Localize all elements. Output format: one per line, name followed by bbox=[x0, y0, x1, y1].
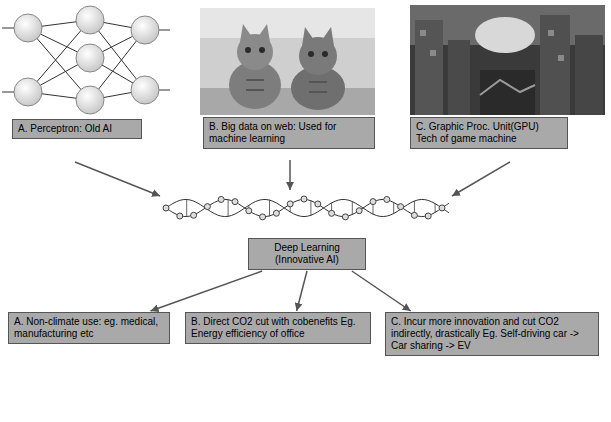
source-box: C. Graphic Proc. Unit(GPU) Tech of game … bbox=[410, 117, 568, 149]
chain-bead bbox=[163, 205, 169, 211]
chain-rung bbox=[186, 199, 187, 217]
chain-rung bbox=[393, 202, 394, 214]
outcome-box: A. Non-climate use: eg. medical, manufac… bbox=[8, 312, 170, 344]
cats-photo bbox=[200, 8, 375, 115]
chain-bead bbox=[246, 208, 252, 214]
chain-bead bbox=[411, 212, 417, 218]
chain-bead bbox=[342, 214, 348, 220]
chain-bead bbox=[398, 204, 404, 210]
flow-arrow bbox=[151, 271, 263, 311]
chain-rung bbox=[269, 200, 270, 217]
game-screenshot bbox=[410, 5, 605, 115]
chain-bead bbox=[218, 196, 224, 202]
chain-bead bbox=[384, 196, 390, 202]
chain-bead bbox=[191, 212, 197, 218]
perceptron-illustration bbox=[2, 6, 170, 114]
chain-rung bbox=[310, 200, 311, 215]
chain-bead bbox=[370, 199, 376, 205]
chain-bead bbox=[232, 199, 238, 205]
chain-bead bbox=[425, 213, 431, 219]
chain-bead bbox=[260, 214, 266, 220]
chain-bead bbox=[356, 208, 362, 214]
input-arrows bbox=[75, 160, 510, 196]
node-text: Deep Learning (Innovative AI) bbox=[254, 242, 360, 266]
chain-bead bbox=[329, 210, 335, 216]
source-box: B. Big data on web: Used for machine lea… bbox=[203, 117, 375, 149]
chain-rung bbox=[228, 199, 229, 216]
node-text: C. Incur more innovation and cut CO2 ind… bbox=[391, 316, 593, 352]
node-text: B. Direct CO2 cut with cobenefits Eg. En… bbox=[191, 316, 365, 340]
chain-strand bbox=[166, 199, 449, 216]
chain-rung bbox=[352, 201, 353, 215]
node-text: C. Graphic Proc. Unit(GPU) Tech of game … bbox=[416, 121, 562, 145]
chain-bead bbox=[287, 201, 293, 207]
node-text: A. Perceptron: Old AI bbox=[18, 123, 136, 135]
chain-strand bbox=[166, 199, 449, 216]
chain-bead bbox=[439, 205, 445, 211]
source-box: A. Perceptron: Old AI bbox=[12, 119, 142, 139]
chain-bead bbox=[315, 201, 321, 207]
chain-bead bbox=[177, 213, 183, 219]
node-text: A. Non-climate use: eg. medical, manufac… bbox=[14, 316, 164, 340]
chain-bead bbox=[301, 196, 307, 202]
deep-network-chain bbox=[163, 196, 449, 220]
chain-rung bbox=[435, 203, 436, 212]
flow-arrow bbox=[352, 271, 411, 311]
chain-bead bbox=[273, 210, 279, 216]
node-text: B. Big data on web: Used for machine lea… bbox=[209, 121, 369, 145]
chain-bead bbox=[204, 204, 210, 210]
flow-arrow bbox=[297, 271, 307, 311]
core-box: Deep Learning (Innovative AI) bbox=[248, 238, 366, 270]
outcome-box: C. Incur more innovation and cut CO2 ind… bbox=[385, 312, 599, 356]
outcome-box: B. Direct CO2 cut with cobenefits Eg. En… bbox=[185, 312, 371, 344]
